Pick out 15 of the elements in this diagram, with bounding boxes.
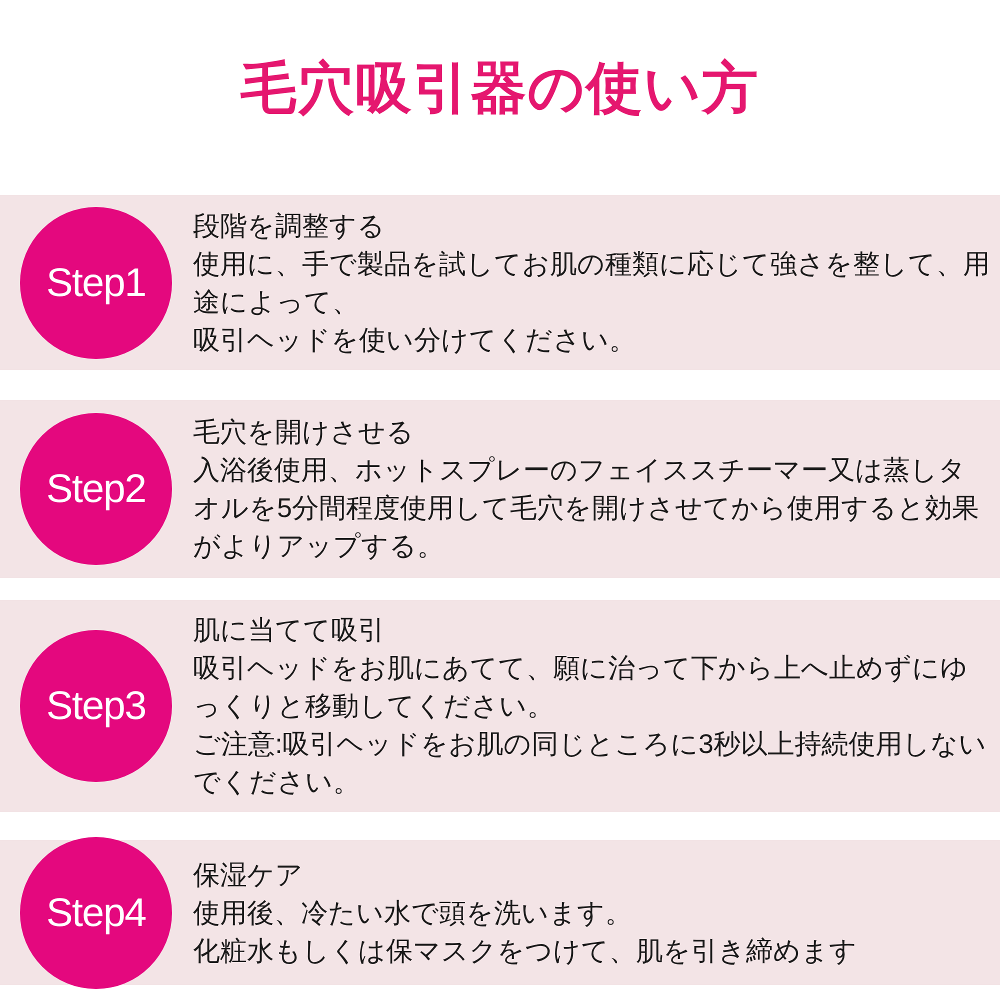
step-text: ご注意:吸引ヘッドをお肌の同じところに3秒以上持続使用しないでください。 xyxy=(193,728,988,799)
title: 毛穴吸引器の使い方 xyxy=(240,60,760,116)
step-heading: 段階を調整する xyxy=(193,210,386,242)
step-heading: 肌に当てて吸引 xyxy=(193,614,386,647)
step-text: 吸引ヘッドを使い分けてください。 xyxy=(193,324,637,356)
step-text: 化粧水もしくは保マスクをつけて、肌を引き締めます xyxy=(193,934,858,968)
step-heading: 保湿ケア xyxy=(193,858,304,892)
step-text: 入浴後使用、ホットスプレーのフェイススチーマー又は蒸しタオルを5分間程度使用して毛穴を開けさせてから使用すると効果がよりアップする。 xyxy=(193,454,980,563)
step-heading: 毛穴を開けさせる xyxy=(193,416,415,449)
step-text: 吸引ヘッドをお肌にあてて、願に治って下から上へ止めずにゆっくりと移動してください。 xyxy=(193,652,969,723)
step-band xyxy=(0,600,1000,812)
step-text: 使用後、冷たい水で頭を洗います。 xyxy=(193,896,633,930)
step-band xyxy=(0,195,1000,370)
step-text: 使用に、手で製品を試してお肌の種類に応じて強さを整して、用途によって、 xyxy=(193,248,991,318)
step-band xyxy=(0,400,1000,578)
